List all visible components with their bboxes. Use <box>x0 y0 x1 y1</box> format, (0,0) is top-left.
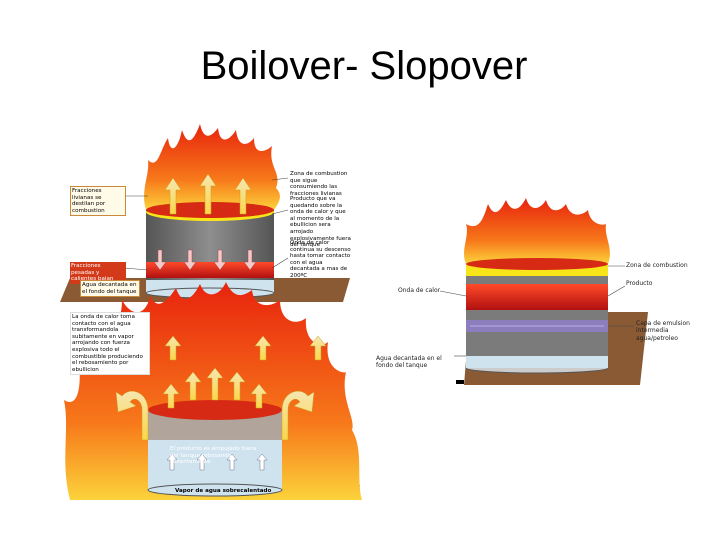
curl-arrows <box>115 391 315 441</box>
label-zona-combustion: Zona de combustion que sigue consumiendo… <box>290 171 348 197</box>
label-fracciones-pesadas: Fracciones pesadas y calientes bajan <box>70 262 126 284</box>
label-onda-contacto: La onda de calor toma contacto con el ag… <box>70 312 150 376</box>
label-producto-empujado: El producto es empujado fuera del tanque… <box>170 446 257 466</box>
right-label-zona-combustion: Zona de combustion <box>626 262 688 269</box>
diagram-right <box>439 198 648 385</box>
right-label-onda-calor: Onda de calor <box>398 287 441 294</box>
label-onda-calor: Onda de calor continua su descenso hasta… <box>290 240 351 279</box>
down-arrows <box>153 249 257 271</box>
flames <box>144 124 280 210</box>
slide-title: Boilover- Slopover <box>200 44 528 88</box>
leader-lines-right <box>439 265 634 357</box>
right-label-producto: Producto <box>626 280 653 287</box>
heat-wave-layer <box>146 262 274 278</box>
tank-body-right <box>466 260 608 368</box>
label-vapor: Vapor de agua sobrecalentado <box>175 488 272 494</box>
right-label-capa-emulsion: Capa de emulsion intermedia agua/petrole… <box>636 320 690 342</box>
up-arrows <box>164 173 252 215</box>
flames-right <box>464 198 610 264</box>
label-agua-decantada: Agua decantada en el fondo del tanque <box>80 280 140 298</box>
vapor-arrows <box>166 453 268 471</box>
leader-lines <box>123 177 289 271</box>
label-fracciones-livianas: Fracciones livianas se destilan por comb… <box>70 186 126 217</box>
heat-wave-right <box>466 284 608 310</box>
right-label-agua-decantada: Agua decantada en el fondo del tanque <box>376 355 442 370</box>
label-producto: Producto que va quedando sobre la onda d… <box>290 196 351 249</box>
